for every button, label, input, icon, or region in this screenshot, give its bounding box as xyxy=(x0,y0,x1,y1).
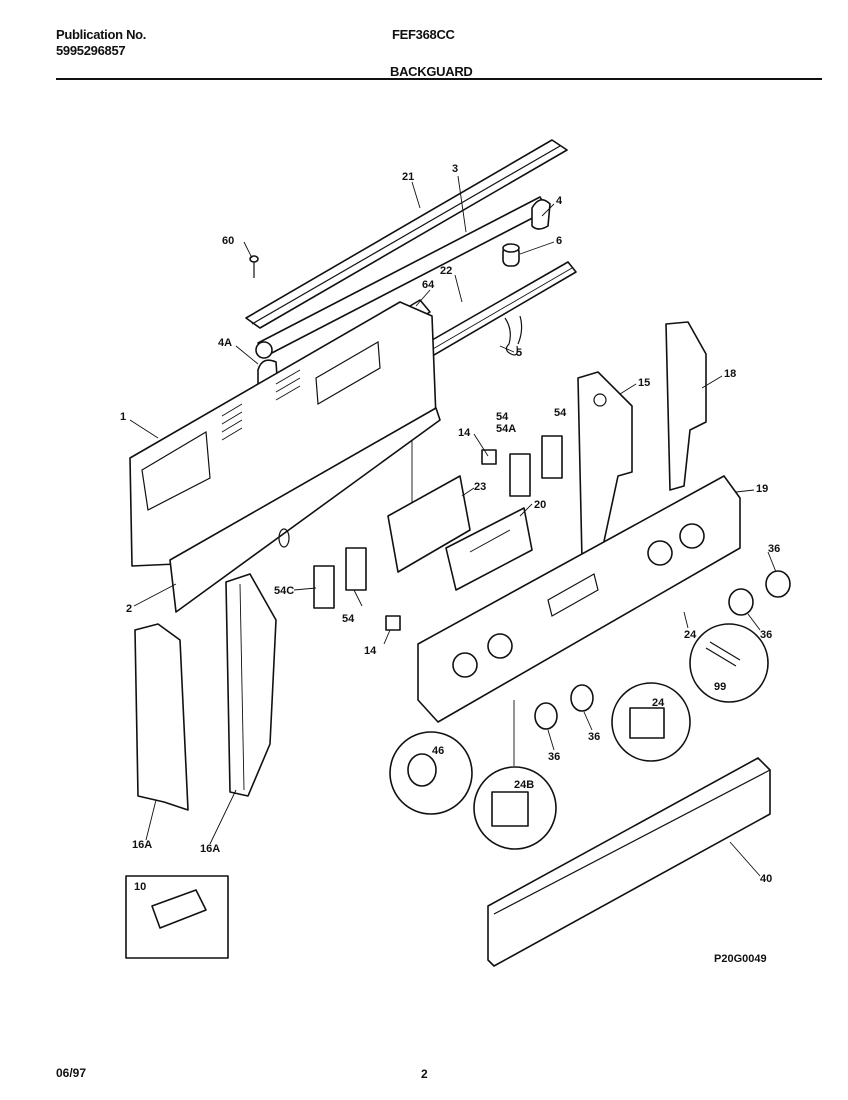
publication-number: 5995296857 xyxy=(56,43,126,58)
callout-54-b: 54 xyxy=(496,411,509,423)
callout-24b: 24B xyxy=(514,779,534,791)
callout-64: 64 xyxy=(422,279,435,291)
callout-3: 3 xyxy=(452,163,458,175)
callout-22: 22 xyxy=(440,265,452,277)
leader-lines xyxy=(129,175,777,877)
model-number: FEF368CC xyxy=(392,27,455,42)
screw-detail-circle xyxy=(689,623,769,703)
callout-10: 10 xyxy=(134,881,146,893)
control-panel-part xyxy=(417,475,741,723)
callout-40: 40 xyxy=(760,873,772,885)
callout-36-c: 36 xyxy=(588,731,600,743)
switch-54-part xyxy=(313,435,563,609)
section-title: BACKGUARD xyxy=(390,64,473,79)
callout-labels: 21 3 4 60 6 64 22 4A 5 1 18 15 54 54 54A… xyxy=(120,163,780,965)
panel-frame-part xyxy=(169,407,441,613)
back-panel-part xyxy=(129,301,437,567)
lamp-socket-part xyxy=(502,243,520,267)
callout-19: 19 xyxy=(756,483,768,495)
callout-46: 46 xyxy=(432,745,444,757)
knob-part xyxy=(534,570,791,730)
callout-24-b: 24 xyxy=(652,697,665,709)
switch-24b-detail-circle xyxy=(473,766,557,850)
callout-21: 21 xyxy=(402,171,414,183)
callout-36-d: 36 xyxy=(548,751,560,763)
callout-36-b: 36 xyxy=(760,629,772,641)
footer-date: 06/97 xyxy=(56,1066,87,1080)
switch-14-part xyxy=(385,449,497,631)
callout-18: 18 xyxy=(724,368,736,380)
callout-36-a: 36 xyxy=(768,543,780,555)
callout-54c: 54C xyxy=(274,585,294,597)
callout-14-b: 14 xyxy=(364,645,377,657)
callout-15: 15 xyxy=(638,377,650,389)
page-number: 2 xyxy=(421,1067,428,1081)
side-bracket-18-part xyxy=(665,321,707,491)
callout-20: 20 xyxy=(534,499,546,511)
wire-part xyxy=(504,315,523,356)
switch-detail-circle xyxy=(611,682,691,762)
publication-label: Publication No. xyxy=(56,27,147,42)
callout-4a: 4A xyxy=(218,337,232,349)
knob-insert-detail-circle xyxy=(389,731,473,815)
lamp-tube-part xyxy=(255,196,549,359)
lamp-holder-right-part xyxy=(531,199,551,230)
top-trim-part xyxy=(245,139,568,329)
callout-16a-a: 16A xyxy=(132,839,152,851)
callout-16a-b: 16A xyxy=(200,843,220,855)
callout-4: 4 xyxy=(556,195,563,207)
callout-1: 1 xyxy=(120,411,126,423)
clock-20-part xyxy=(445,507,533,591)
end-cap-frame-part xyxy=(225,573,277,797)
callout-99: 99 xyxy=(714,681,726,693)
callout-54-c: 54 xyxy=(342,613,355,625)
callout-5: 5 xyxy=(516,347,522,359)
callout-2: 2 xyxy=(126,603,132,615)
callout-54-a: 54 xyxy=(554,407,567,419)
screw-60-part xyxy=(249,255,259,278)
callout-14-a: 14 xyxy=(458,427,471,439)
callout-6: 6 xyxy=(556,235,562,247)
callout-60: 60 xyxy=(222,235,234,247)
inset-box-10 xyxy=(125,875,229,959)
end-cap-left-part xyxy=(134,623,189,811)
figure-code: P20G0049 xyxy=(714,953,767,965)
bezel-23-part xyxy=(387,475,471,573)
callout-54a: 54A xyxy=(496,423,516,435)
callout-23: 23 xyxy=(474,481,486,493)
lower-trim-part xyxy=(487,757,771,967)
header-rule xyxy=(56,78,822,80)
callout-24-a: 24 xyxy=(684,629,697,641)
